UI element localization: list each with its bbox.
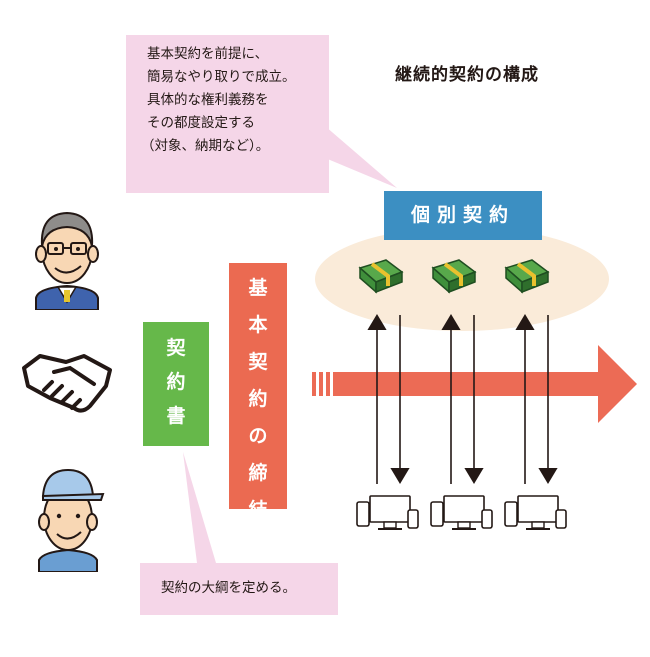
contract-document-char: 約 bbox=[166, 371, 186, 393]
basic-contract-char: 結 bbox=[248, 499, 268, 521]
money-bundle-icon bbox=[431, 259, 477, 294]
basic-contract-char: 契 bbox=[248, 351, 268, 373]
bottom-callout-tail bbox=[183, 452, 216, 563]
handshake-icon bbox=[22, 354, 112, 413]
bottom-callout-box bbox=[140, 563, 338, 615]
money-bundle-icon bbox=[358, 259, 404, 294]
top-callout-line: 基本契約を前提に、 bbox=[147, 46, 269, 62]
worker-icon bbox=[38, 468, 105, 572]
devices-icon bbox=[430, 495, 493, 530]
businessman-icon bbox=[35, 211, 99, 310]
basic-contract-char: 締 bbox=[248, 462, 268, 484]
top-callout-tail bbox=[318, 120, 397, 188]
basic-contract-label: 基 本 契 約 の 締 結 bbox=[229, 270, 287, 529]
top-callout-line: その都度設定する bbox=[147, 115, 255, 131]
basic-contract-char: 本 bbox=[248, 314, 268, 336]
money-bundle-icon bbox=[504, 259, 550, 294]
devices-icon bbox=[504, 495, 567, 530]
basic-contract-char: 約 bbox=[248, 388, 268, 410]
top-callout-line: 簡易なやり取りで成立。 bbox=[147, 69, 296, 85]
top-callout-line: （対象、納期など）。 bbox=[141, 138, 270, 154]
basic-contract-char: 基 bbox=[248, 277, 268, 299]
bottom-callout-text: 契約の大綱を定める。 bbox=[161, 580, 296, 596]
devices-icon bbox=[356, 495, 419, 530]
top-callout-box bbox=[126, 35, 329, 193]
basic-contract-char: の bbox=[248, 425, 268, 447]
top-callout-line: 具体的な権利義務を bbox=[147, 92, 269, 108]
basic-contract-box bbox=[229, 263, 287, 509]
diagram-title: 継続的契約の構成 bbox=[395, 65, 539, 85]
individual-contract-label: 個別契約 bbox=[384, 191, 542, 240]
contract-document-label: 契 約 書 bbox=[143, 331, 209, 433]
top-callout-text: 基本契約を前提に、 簡易なやり取りで成立。 具体的な権利義務を その都度設定する… bbox=[141, 43, 296, 158]
contract-document-box bbox=[143, 322, 209, 446]
contract-document-char: 契 bbox=[166, 337, 186, 359]
contract-document-char: 書 bbox=[166, 405, 186, 427]
